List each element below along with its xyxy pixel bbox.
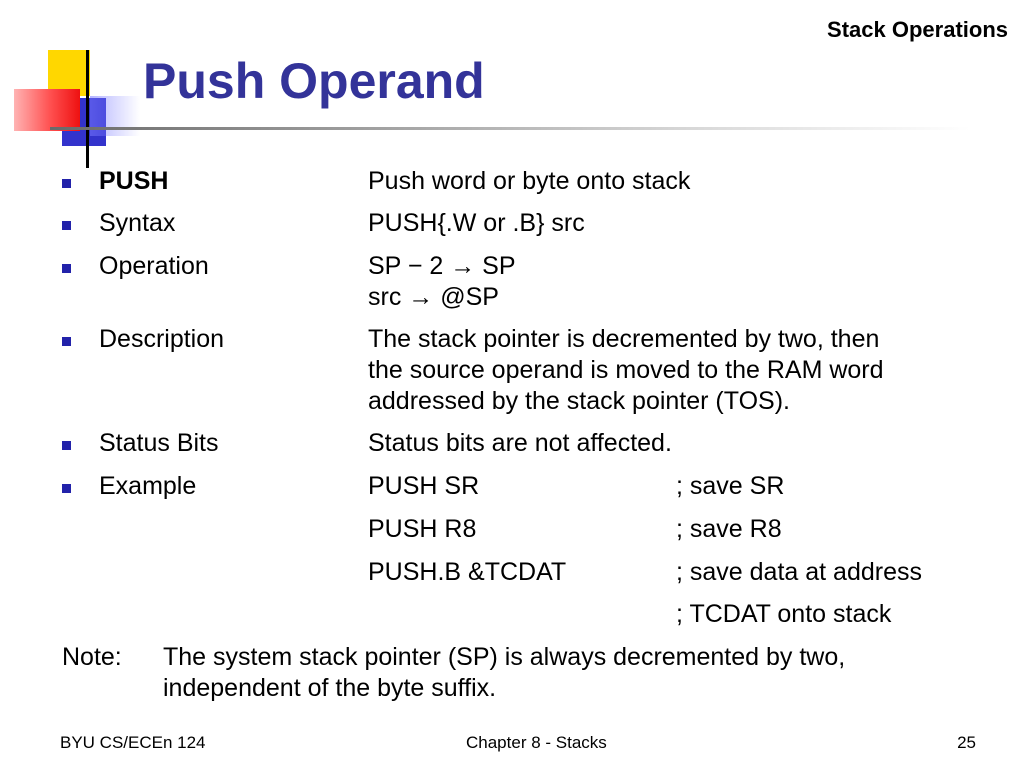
bullet-icon: [62, 441, 71, 450]
title-underline: [50, 127, 970, 130]
row-definition: PUSH{.W or .B} src: [368, 209, 585, 237]
bullet-icon: [62, 221, 71, 230]
row-term: PUSH: [99, 167, 169, 195]
bullet-icon: [62, 484, 71, 493]
row-definition: Push word or byte onto stack: [368, 167, 691, 195]
row-definition: SP − 2 → SP: [368, 252, 516, 280]
logo-yellow-square: [48, 50, 90, 96]
row-definition: addressed by the stack pointer (TOS).: [368, 387, 790, 415]
example-comment: ; save R8: [676, 515, 782, 543]
example-comment: ; save data at address: [676, 558, 922, 586]
example-comment: ; TCDAT onto stack: [676, 600, 892, 628]
note-text: The system stack pointer (SP) is always …: [163, 643, 846, 671]
page-number: 25: [957, 733, 976, 752]
row-term: Syntax: [99, 209, 176, 237]
note-label: Note:: [62, 643, 122, 671]
example-code: PUSH.B &TCDAT: [368, 558, 567, 586]
decorative-logo: [0, 0, 140, 170]
row-term: Example: [99, 472, 197, 500]
note-text: independent of the byte suffix.: [163, 674, 497, 702]
row-term: Status Bits: [99, 429, 219, 457]
row-definition: Status bits are not affected.: [368, 429, 672, 457]
footer-course: BYU CS/ECEn 124: [60, 733, 206, 752]
slide-title: Push Operand: [143, 53, 485, 109]
example-code: PUSH R8: [368, 515, 477, 543]
example-comment: ; save SR: [676, 472, 785, 500]
row-term: Operation: [99, 252, 209, 280]
row-definition: the source operand is moved to the RAM w…: [368, 356, 884, 384]
bullet-icon: [62, 179, 71, 188]
row-definition: The stack pointer is decremented by two,…: [368, 325, 880, 353]
example-code: PUSH SR: [368, 472, 480, 500]
row-definition: src → @SP: [368, 283, 499, 311]
bullet-icon: [62, 337, 71, 346]
footer-chapter: Chapter 8 - Stacks: [466, 733, 607, 752]
section-label: Stack Operations: [827, 17, 1008, 42]
logo-vertical-line: [86, 50, 89, 168]
row-term: Description: [99, 325, 225, 353]
bullet-icon: [62, 264, 71, 273]
logo-red-square: [14, 89, 80, 131]
